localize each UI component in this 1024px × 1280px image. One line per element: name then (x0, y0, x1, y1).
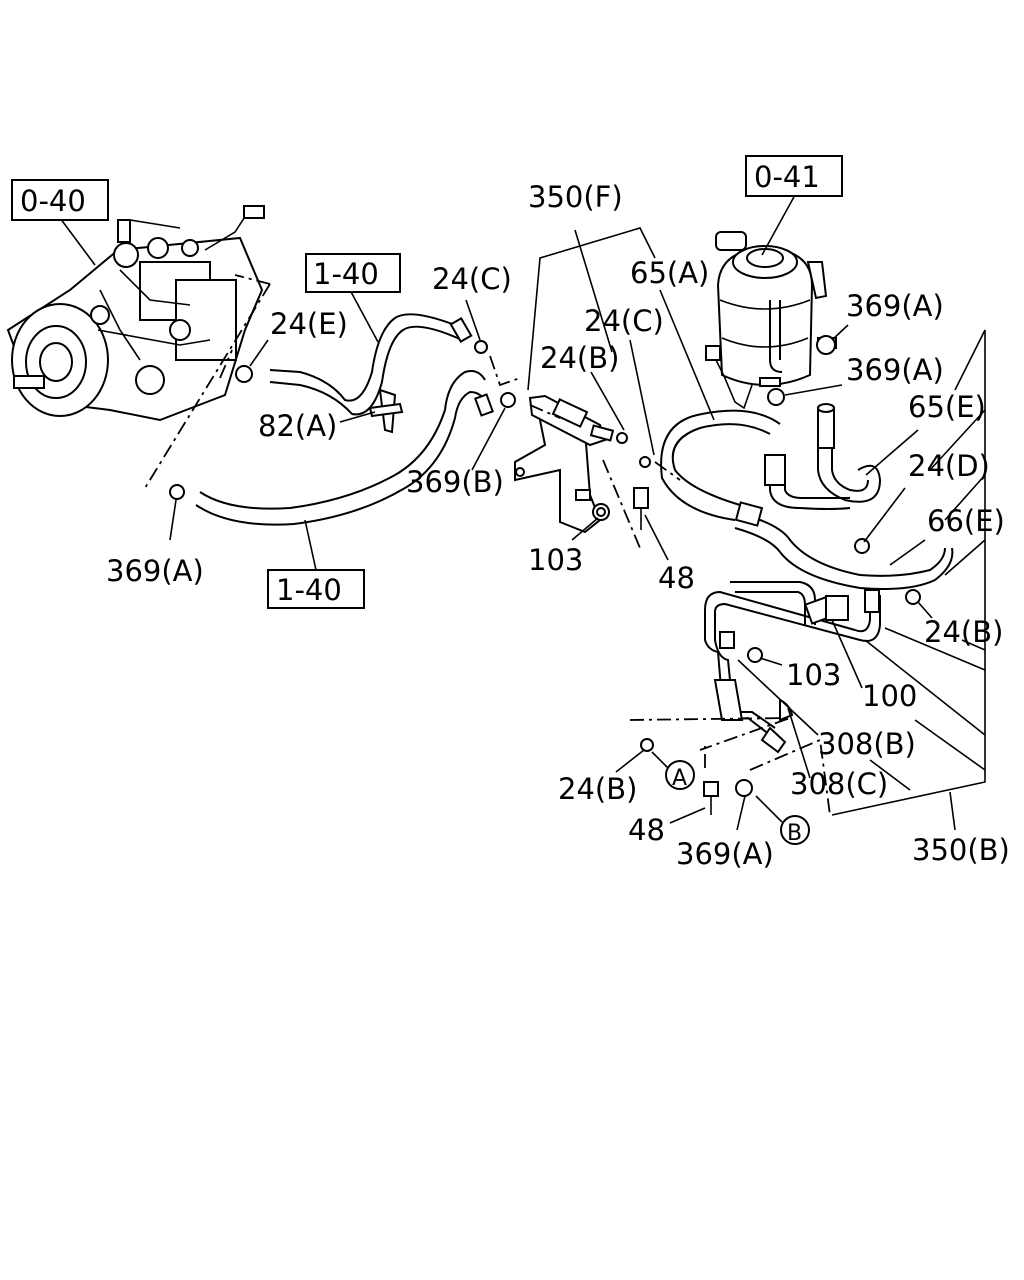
circle-marker-b: B (780, 815, 810, 846)
callout-24b-bottom: 24(B) (558, 772, 637, 806)
callout-369a-top-2: 369(A) (846, 353, 944, 387)
reference-label: 0-40 (20, 184, 86, 218)
circle-marker-label: A (672, 766, 687, 791)
callout-369a-left: 369(A) (106, 554, 204, 588)
callout-24c-right: 24(C) (584, 304, 664, 338)
bracket-drawing (514, 394, 615, 534)
reference-label: 1-40 (313, 257, 379, 291)
reference-label: 0-41 (754, 160, 820, 194)
callout-103-first: 103 (528, 543, 583, 577)
reference-box-1-40-bottom[interactable]: 1-40 (267, 569, 365, 609)
callout-66e: 66(E) (927, 504, 1005, 538)
callout-24b-right: 24(B) (924, 615, 1003, 649)
fuel-filter-drawing (705, 231, 828, 410)
callout-24d: 24(D) (908, 449, 990, 483)
callout-100: 100 (862, 679, 917, 713)
reference-box-1-40-top[interactable]: 1-40 (305, 253, 401, 293)
circle-marker-a: A (665, 760, 695, 791)
clamps (169, 335, 921, 815)
callout-48-first: 48 (658, 561, 695, 595)
callout-82a: 82(A) (258, 409, 337, 443)
reference-label: 1-40 (276, 573, 342, 607)
callout-369a-bottom: 369(A) (676, 837, 774, 871)
reference-box-0-41[interactable]: 0-41 (745, 155, 843, 197)
callout-103-second: 103 (786, 658, 841, 692)
injection-pump-drawing (6, 205, 265, 422)
callout-308b: 308(B) (818, 727, 916, 761)
callout-369b: 369(B) (406, 465, 504, 499)
callout-308c: 308(C) (790, 767, 888, 801)
callout-350f: 350(F) (528, 180, 623, 214)
callout-24b-mid: 24(B) (540, 341, 619, 375)
callout-48-second: 48 (628, 813, 665, 847)
callout-369a-top-1: 369(A) (846, 289, 944, 323)
hose-lines (195, 313, 954, 590)
callout-24c-left: 24(C) (432, 262, 512, 296)
callout-24e: 24(E) (270, 307, 348, 341)
callout-65e: 65(E) (908, 390, 986, 424)
callout-65a: 65(A) (630, 256, 709, 290)
reference-box-0-40[interactable]: 0-40 (11, 179, 109, 221)
circle-marker-label: B (787, 821, 802, 846)
callout-350b: 350(B) (912, 833, 1010, 867)
fuel-pipe-drawing (704, 581, 881, 754)
leader-lines (59, 194, 986, 831)
